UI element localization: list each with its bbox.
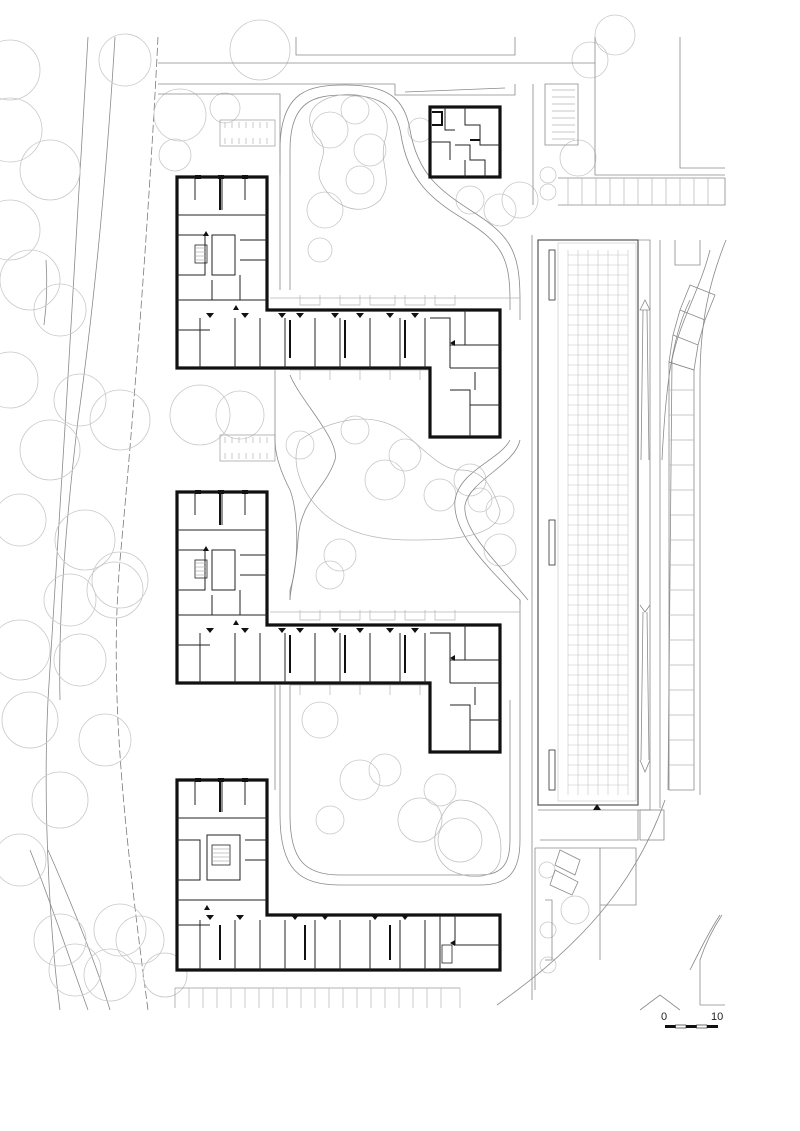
road-edges	[29, 36, 159, 1011]
east-rowhouses	[668, 239, 727, 795]
unit-gardens	[270, 295, 520, 695]
south-l-block	[175, 778, 502, 972]
parking-lots	[174, 119, 461, 1008]
north-road	[158, 37, 726, 206]
long-parking-structure	[537, 239, 711, 841]
north-l-block	[175, 175, 502, 439]
window-piers	[195, 175, 248, 782]
southeast-site	[534, 847, 725, 1011]
trees	[0, 14, 636, 1002]
scale-start-label: 0	[661, 1011, 668, 1023]
scale-bar	[665, 1024, 718, 1029]
courtyard-paths	[274, 84, 666, 1006]
middle-l-block	[175, 490, 502, 754]
scale-end-label: 10	[711, 1011, 724, 1023]
entrance-marker	[593, 804, 601, 810]
small-villa	[428, 105, 502, 179]
